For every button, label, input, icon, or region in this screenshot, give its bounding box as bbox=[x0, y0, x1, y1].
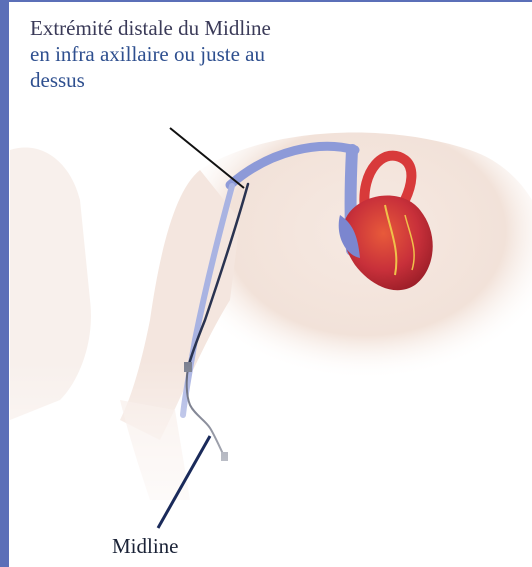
tip-label-line2: en infra axillaire ou juste au bbox=[30, 41, 350, 67]
tip-annotation: Extrémité distale du Midline en infra ax… bbox=[30, 15, 350, 93]
device-label: Midline bbox=[112, 534, 179, 559]
tip-label-line1: Extrémité distale du Midline bbox=[30, 15, 350, 41]
tip-label-line3: dessus bbox=[30, 67, 350, 93]
top-border bbox=[0, 0, 532, 2]
bottom-fade bbox=[0, 360, 532, 567]
left-border bbox=[0, 0, 9, 567]
